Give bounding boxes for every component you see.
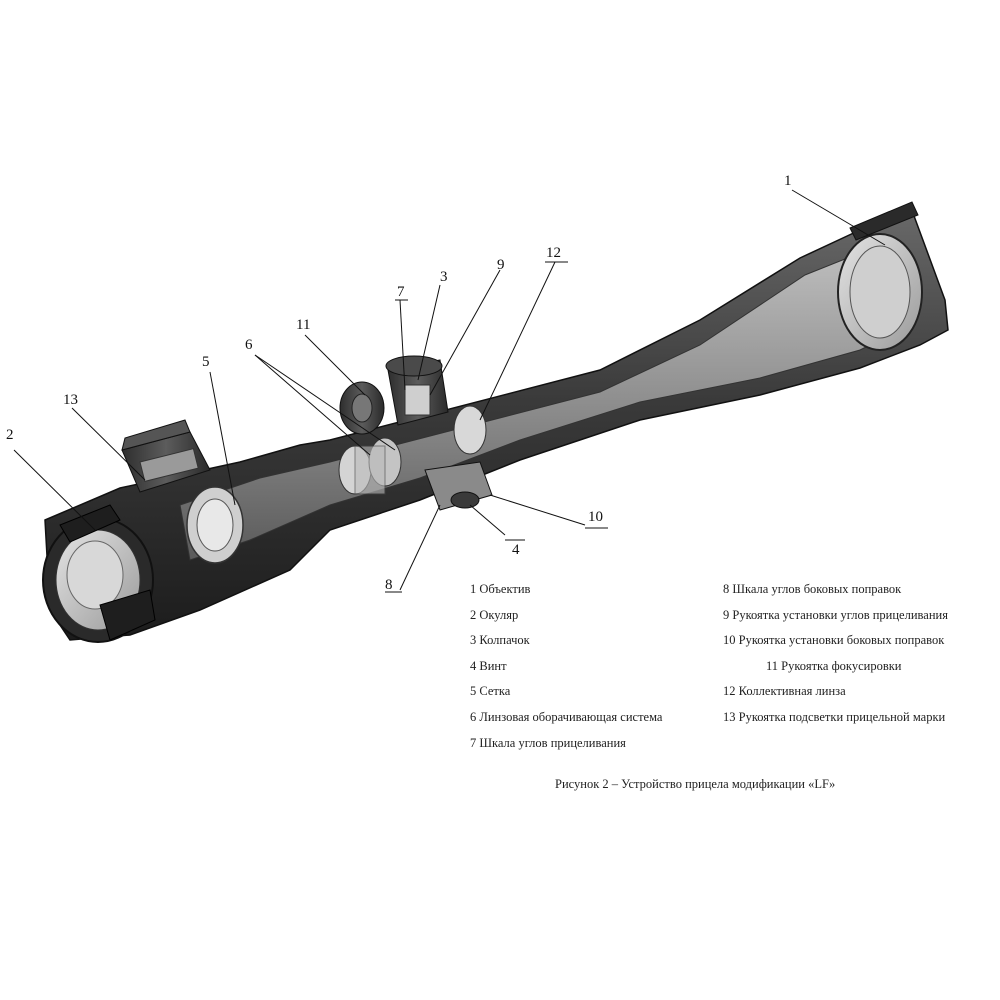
callout-2: 2 xyxy=(6,427,14,443)
callout-1: 1 xyxy=(784,173,792,189)
legend-item: 13 Рукоятка подсветки прицельной марки xyxy=(723,710,946,724)
erector-lens-system xyxy=(338,437,402,495)
callout-13: 13 xyxy=(63,392,78,408)
legend-item: 4 Винт xyxy=(470,659,507,673)
callout-7: 7 xyxy=(397,284,405,300)
callout-8: 8 xyxy=(385,577,393,593)
callout-10: 10 xyxy=(588,509,603,525)
collective-lens xyxy=(453,405,487,455)
legend-item: 7 Шкала углов прицеливания xyxy=(470,736,626,750)
legend-item: 2 Окуляр xyxy=(470,608,519,622)
legend-item: 5 Сетка xyxy=(470,684,511,698)
figure-caption: Рисунок 2 – Устройство прицела модификац… xyxy=(555,777,836,791)
legend-item: 10 Рукоятка установки боковых поправок xyxy=(723,633,945,647)
illumination-turret xyxy=(121,419,211,493)
callout-5: 5 xyxy=(202,354,210,370)
legend-item: 1 Объектив xyxy=(470,582,531,596)
windage-turret xyxy=(424,461,493,511)
elevation-turret xyxy=(385,355,449,426)
callout-3: 3 xyxy=(440,269,448,285)
legend-item: 3 Колпачок xyxy=(470,633,530,647)
callout-12: 12 xyxy=(546,245,561,261)
callout-6: 6 xyxy=(245,337,253,353)
legend-item: 6 Линзовая оборачивающая система xyxy=(470,710,663,724)
legend-item: 8 Шкала углов боковых поправок xyxy=(723,582,902,596)
leader-lines xyxy=(13,189,886,593)
callout-9: 9 xyxy=(497,257,505,273)
callout-4: 4 xyxy=(512,542,520,558)
legend-item: 11 Рукоятка фокусировки xyxy=(766,659,902,673)
callout-11: 11 xyxy=(296,317,311,333)
legend-item: 9 Рукоятка установки углов прицеливания xyxy=(723,608,948,622)
legend-item: 12 Коллективная линза xyxy=(723,684,846,698)
